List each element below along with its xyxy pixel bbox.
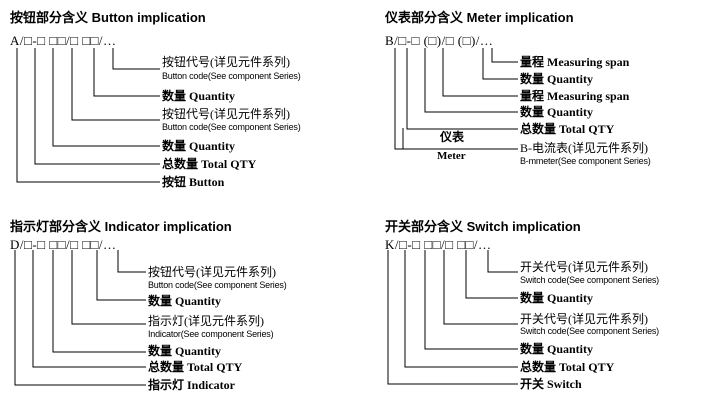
meter-label-4: 数量 Quantity xyxy=(520,105,594,119)
button-label-1-sub: Button code(See component Series) xyxy=(162,71,301,81)
indicator-label-3: 指示灯(详见元件系列) xyxy=(148,314,264,328)
button-label-4: 数量 Quantity xyxy=(162,139,236,153)
indicator-code-format: D/□-□ □□/□ □□/… xyxy=(10,237,117,252)
button-label-3: 按钮代号(详见元件系列) xyxy=(162,107,290,121)
meter-section-title: 仪表部分含义 Meter implication xyxy=(385,10,574,25)
meter-label-6: 仪表 xyxy=(440,130,465,144)
meter-label-5: 总数量 Total QTY xyxy=(520,122,615,136)
indicator-label-6: 指示灯 Indicator xyxy=(148,378,236,392)
meter-code-format: B/□-□ (□)/□ (□)/… xyxy=(385,33,494,48)
switch-label-1: 开关代号(详见元件系列) xyxy=(520,260,648,274)
switch-label-3: 开关代号(详见元件系列) xyxy=(520,312,648,326)
button-section-title: 按钮部分含义 Button implication xyxy=(10,10,206,25)
meter-label-6-sub: Meter xyxy=(437,150,466,162)
meter-label-3: 量程 Measuring span xyxy=(520,89,630,103)
button-code-format: A/□-□ □□/□ □□/… xyxy=(10,33,117,48)
switch-label-3-sub: Switch code(See component Series) xyxy=(520,326,659,336)
indicator-label-3-sub: Indicator(See component Series) xyxy=(148,329,274,339)
switch-code-format: K/□-□ □□/□ □□/… xyxy=(385,237,492,252)
indicator-label-1-sub: Button code(See component Series) xyxy=(148,280,287,290)
switch-label-5: 总数量 Total QTY xyxy=(520,360,615,374)
indicator-label-4: 数量 Quantity xyxy=(148,344,222,358)
meter-label-7: B-电流表(详见元件系列) xyxy=(520,141,648,155)
meter-label-7-sub: B-mmeter(See component Series) xyxy=(520,156,651,166)
button-label-6: 按钮 Button xyxy=(162,175,225,189)
button-label-2: 数量 Quantity xyxy=(162,89,236,103)
button-label-1: 按钮代号(详见元件系列) xyxy=(162,55,290,69)
switch-label-1-sub: Switch code(See component Series) xyxy=(520,275,659,285)
button-label-5: 总数量 Total QTY xyxy=(162,157,257,171)
button-label-3-sub: Button code(See component Series) xyxy=(162,122,301,132)
switch-label-2: 数量 Quantity xyxy=(520,291,594,305)
indicator-label-1: 按钮代号(详见元件系列) xyxy=(148,265,276,279)
indicator-label-5: 总数量 Total QTY xyxy=(148,360,243,374)
meter-label-2: 数量 Quantity xyxy=(520,72,594,86)
meter-label-1: 量程 Measuring span xyxy=(520,55,630,69)
switch-label-4: 数量 Quantity xyxy=(520,342,594,356)
indicator-label-2: 数量 Quantity xyxy=(148,294,222,308)
indicator-section-title: 指示灯部分含义 Indicator implication xyxy=(10,219,232,234)
switch-label-6: 开关 Switch xyxy=(520,377,582,391)
switch-section-title: 开关部分含义 Switch implication xyxy=(385,219,581,234)
